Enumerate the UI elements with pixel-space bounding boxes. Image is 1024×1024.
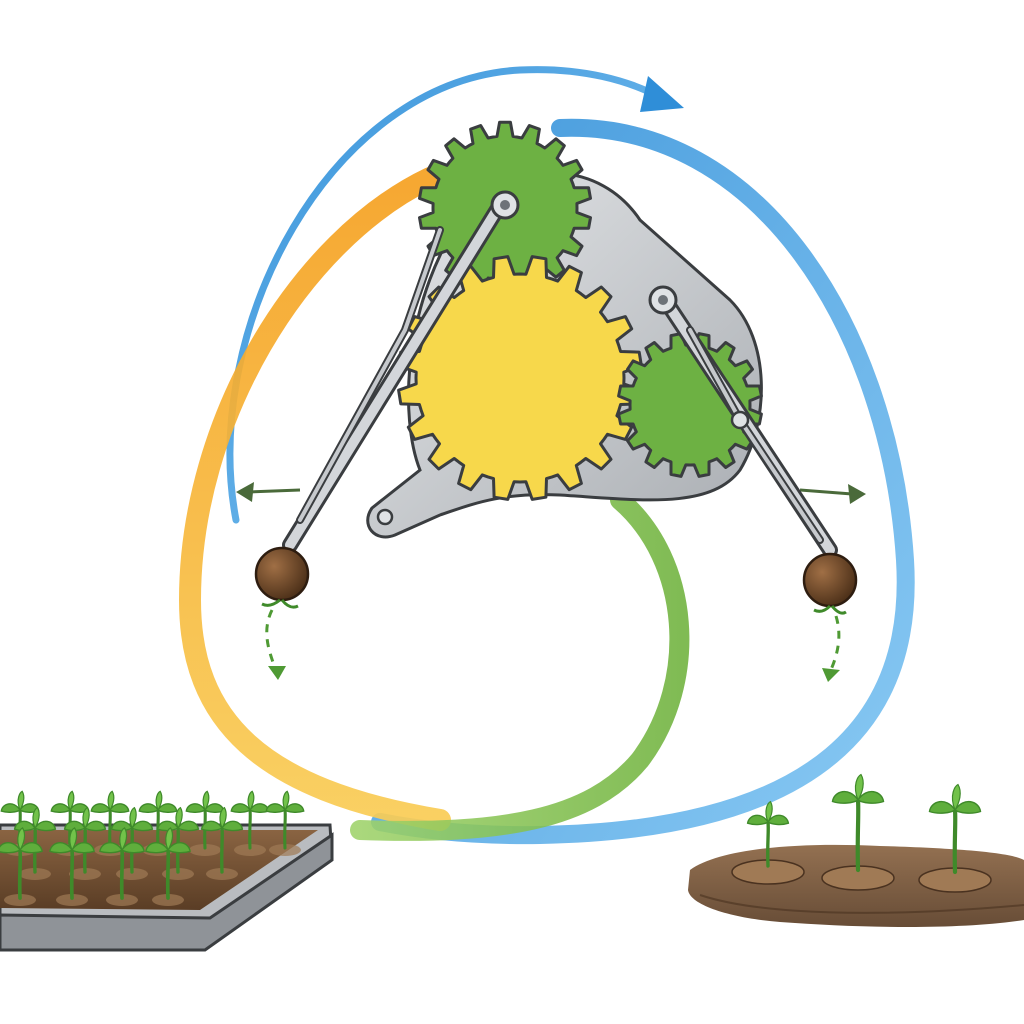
sprout-icon	[138, 790, 178, 850]
sprout-icon	[13, 806, 57, 874]
sprout-icon	[185, 790, 225, 850]
sprout-icon	[831, 773, 885, 873]
sprout-icon	[265, 790, 305, 850]
frame-bolt	[376, 508, 394, 526]
field-soil	[688, 773, 1024, 927]
left-drop-arrow-icon	[268, 666, 286, 680]
left-arrow-head-icon	[236, 482, 254, 502]
cycle-arrows	[178, 66, 915, 845]
sprout-icon	[928, 783, 982, 875]
right-drop-path	[828, 615, 841, 673]
sprout-icon	[49, 827, 95, 900]
left-seed	[254, 546, 310, 680]
sprout-icon	[230, 790, 270, 850]
sprout-icon	[200, 806, 244, 874]
orange-cycle-arc	[178, 167, 451, 831]
green-cycle-loop	[350, 490, 690, 841]
right-green-gear-icon	[617, 332, 763, 478]
blue-arrow-head-icon	[640, 76, 684, 112]
seed-icon	[254, 546, 310, 602]
tray-front-rim	[0, 832, 334, 952]
sprout-icon	[746, 800, 790, 868]
blue-cycle-arc-right	[371, 118, 915, 845]
left-planting-arm	[282, 190, 520, 553]
right-direction-arrow	[799, 488, 853, 496]
tray-sprouts	[0, 790, 305, 906]
direction-arrows	[236, 482, 866, 504]
center-yellow-gear-icon	[397, 255, 643, 501]
mechanism	[254, 120, 858, 682]
sprout-icon	[145, 827, 191, 900]
right-arrow-head-icon	[848, 484, 866, 504]
seedling-tray	[0, 790, 334, 952]
sprout-icon	[99, 827, 145, 900]
sprout-icon	[0, 827, 43, 900]
seed-icon	[802, 552, 858, 608]
left-drop-path	[265, 609, 278, 671]
right-drop-arrow-icon	[822, 668, 840, 682]
field-sprouts	[746, 773, 982, 875]
right-planting-arm	[648, 285, 838, 558]
left-direction-arrow	[247, 488, 301, 494]
right-seed	[802, 552, 858, 682]
field-mounds	[731, 859, 992, 893]
right-arm-joint	[730, 410, 750, 430]
